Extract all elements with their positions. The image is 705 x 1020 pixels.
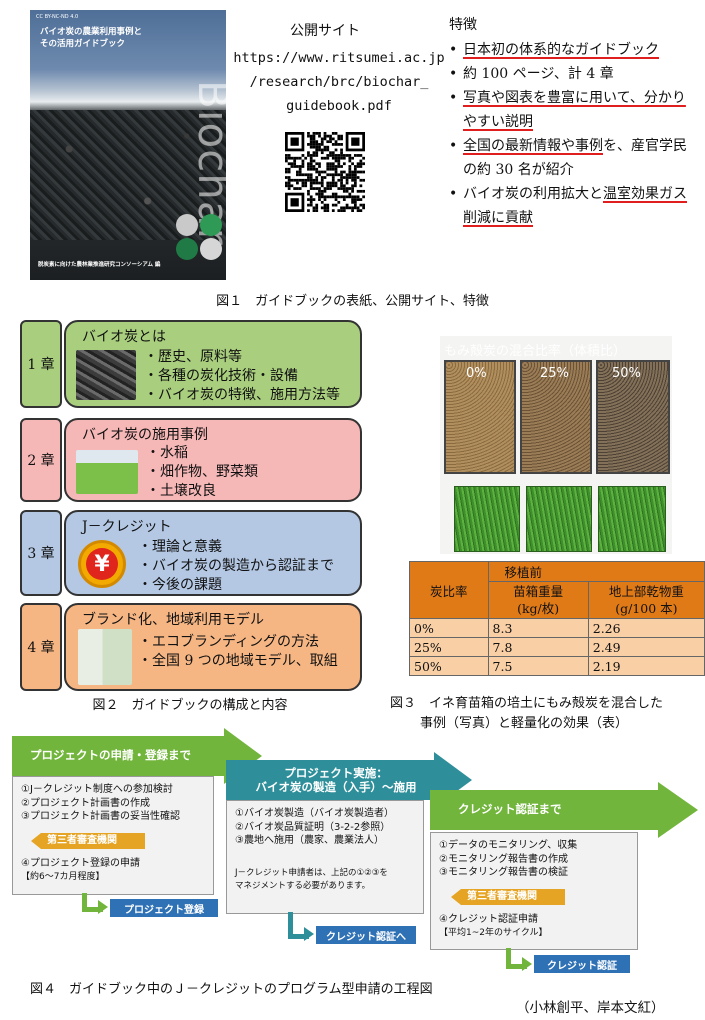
table-header-weight: 苗箱重量(kg/枚)	[487, 581, 589, 619]
feature-item: •日本初の体系的なガイドブック	[449, 42, 659, 58]
figure4-caption: 図４ ガイドブック中のＪ－クレジットのプログラム型申請の工程図	[30, 982, 433, 997]
cover-license: CC BY-NC-ND 4.0	[36, 14, 79, 20]
project-registration-button[interactable]: プロジェクト登録	[110, 899, 218, 917]
chapter-item: ・畑作物、野菜類	[146, 464, 258, 480]
figure1-caption: 図１ ガイドブックの表紙、公開サイト、特徴	[216, 294, 489, 309]
chapter4-items: ・エコブランディングの方法 ・全国 9 つの地域モデル、取組	[138, 633, 338, 671]
table-header-ratio: 炭比率	[409, 561, 489, 619]
features-list: •日本初の体系的なガイドブック •約 100 ページ、計 4 章 •写真や図表を…	[449, 38, 699, 230]
soil-tray	[444, 360, 516, 474]
feature-item: •写真や図表を豊富に用いて、分かりやすい説明	[449, 90, 686, 130]
logo-dot	[176, 238, 198, 260]
flow-connector	[288, 912, 309, 939]
feature-item: •約 100 ページ、計 4 章	[449, 66, 614, 82]
ratio-label: 0%	[466, 366, 487, 381]
soil-tray	[596, 360, 670, 474]
features-title: 特徴	[449, 17, 477, 33]
chapter2-items: ・水稲 ・畑作物、野菜類 ・土壌改良	[146, 444, 258, 501]
rice-field-photo	[76, 450, 138, 494]
to-credit-certification-button[interactable]: クレジット認証へ	[316, 926, 416, 944]
stage1-arrow: プロジェクトの申請・登録まで	[12, 728, 262, 784]
stage1-box: ①J－クレジット制度への参加検討 ②プロジェクト計画書の作成 ③プロジェクト計画…	[12, 776, 214, 895]
publish-url[interactable]: https://www.ritsumei.ac.jp /research/brc…	[233, 50, 445, 114]
third-party-reviewer-arrow: 第三者審査機関	[31, 833, 145, 849]
chapter2-box: バイオ炭の施用事例 ・水稲 ・畑作物、野菜類 ・土壌改良	[64, 418, 362, 502]
flow-connector	[506, 948, 527, 969]
chapter3-title: J－クレジット	[82, 519, 172, 535]
stage3-arrow: クレジット認証まで	[430, 782, 698, 838]
seedling-tray-photo	[440, 336, 672, 554]
guidebook-cover: CC BY-NC-ND 4.0 バイオ炭の農業利用事例と その活用ガイドブック …	[30, 10, 226, 280]
chapter-item: ・バイオ炭の製造から認証まで	[138, 558, 334, 574]
figure2-caption: 図２ ガイドブックの構成と内容	[92, 698, 288, 713]
yen-coin-icon: ¥	[78, 540, 126, 588]
table-header-dry: 地上部乾物重(g/100 本)	[587, 581, 705, 619]
weight-table: 炭比率 移植前 苗箱重量(kg/枚) 地上部乾物重(g/100 本) 0% 8.…	[409, 561, 705, 676]
table-group-header: 移植前	[487, 561, 705, 582]
chapter1-title: バイオ炭とは	[82, 329, 166, 345]
chapter-item: ・歴史、原料等	[144, 349, 242, 365]
qr-code-icon[interactable]	[285, 132, 365, 212]
chapter-item: ・エコブランディングの方法	[138, 634, 320, 650]
flow-arrowhead	[98, 900, 108, 914]
chapter1-box: バイオ炭とは ・歴史、原料等 ・各種の炭化技術・設備 ・バイオ炭の特徴、施用方法…	[64, 320, 362, 408]
credit-certification-button[interactable]: クレジット認証	[534, 955, 630, 973]
chapter2-title: バイオ炭の施用事例	[82, 427, 208, 443]
chapter-item: ・全国 9 つの地域モデル、取組	[138, 653, 338, 669]
chapter-item: ・理論と意義	[138, 539, 222, 555]
authors: （小林創平、岸本文紅）	[516, 1000, 665, 1016]
seedling-turf	[526, 486, 592, 552]
biochar-photo	[76, 350, 136, 400]
table-row: 0% 8.3 2.26	[409, 618, 705, 638]
chapter2-label: 2 章	[20, 418, 62, 502]
seedling-turf	[598, 486, 666, 552]
logo-dot	[176, 214, 198, 236]
chapter-item: ・今後の課題	[138, 577, 222, 593]
stage2-arrow: プロジェクト実施： バイオ炭の製造（入手）～施用	[226, 752, 472, 808]
soil-tray	[520, 360, 592, 474]
chapter-item: ・バイオ炭の特徴、施用方法等	[144, 387, 340, 403]
chapter4-box: ブランド化、地域利用モデル ・エコブランディングの方法 ・全国 9 つの地域モデ…	[64, 603, 362, 691]
chapter1-label: 1 章	[20, 320, 62, 408]
flow-arrowhead	[304, 927, 314, 941]
chapter-item: ・土壌改良	[146, 483, 216, 499]
seedling-turf	[454, 486, 520, 552]
table-row: 25% 7.8 2.49	[409, 637, 705, 657]
logo-dot	[200, 238, 222, 260]
ratio-label: 50%	[612, 366, 641, 381]
ratio-label: 25%	[540, 366, 569, 381]
publish-site-title: 公開サイト	[290, 23, 360, 39]
chapter3-box: J－クレジット ¥ ・理論と意義 ・バイオ炭の製造から認証まで ・今後の課題	[64, 510, 362, 596]
chapter4-title: ブランド化、地域利用モデル	[82, 612, 264, 628]
cover-title: バイオ炭の農業利用事例と その活用ガイドブック	[40, 27, 143, 49]
chapter4-label: 4 章	[20, 603, 62, 691]
cover-dots-logo	[176, 214, 224, 262]
feature-item: •バイオ炭の利用拡大と温室効果ガス削減に貢献	[449, 186, 687, 226]
chapter-item: ・各種の炭化技術・設備	[144, 368, 298, 384]
product-bottle-photo	[78, 629, 132, 685]
feature-item: •全国の最新情報や事例を、産官学民の約 30 名が紹介	[449, 138, 687, 178]
third-party-reviewer-arrow: 第三者審査機関	[451, 889, 565, 905]
flow-connector	[82, 893, 103, 912]
stage2-box: ①バイオ炭製造（バイオ炭製造者） ②バイオ炭品質証明（3-2-2参照） ③農地へ…	[226, 800, 424, 914]
chapter3-label: 3 章	[20, 510, 62, 596]
cover-publisher: 脱炭素に向けた農林業推進研究コンソーシアム 編	[38, 262, 161, 268]
table-row: 50% 7.5 2.19	[409, 656, 705, 676]
cover-biochar-word: Biochar	[189, 80, 226, 246]
chapter-item: ・水稲	[146, 445, 188, 461]
chapter1-items: ・歴史、原料等 ・各種の炭化技術・設備 ・バイオ炭の特徴、施用方法等	[144, 348, 340, 405]
stage3-box: ①データのモニタリング、収集 ②モニタリング報告書の作成 ③モニタリング報告書の…	[430, 832, 638, 950]
logo-dot	[200, 214, 222, 236]
photo-caption: もみ殻炭の混合比率（体積比）	[444, 344, 627, 359]
flow-arrowhead	[522, 957, 532, 971]
figure3-caption: 図３ イネ育苗箱の培土にもみ殻炭を混合した 事例（写真）と軽量化の効果（表）	[390, 696, 664, 731]
chapter3-items: ・理論と意義 ・バイオ炭の製造から認証まで ・今後の課題	[138, 538, 334, 595]
